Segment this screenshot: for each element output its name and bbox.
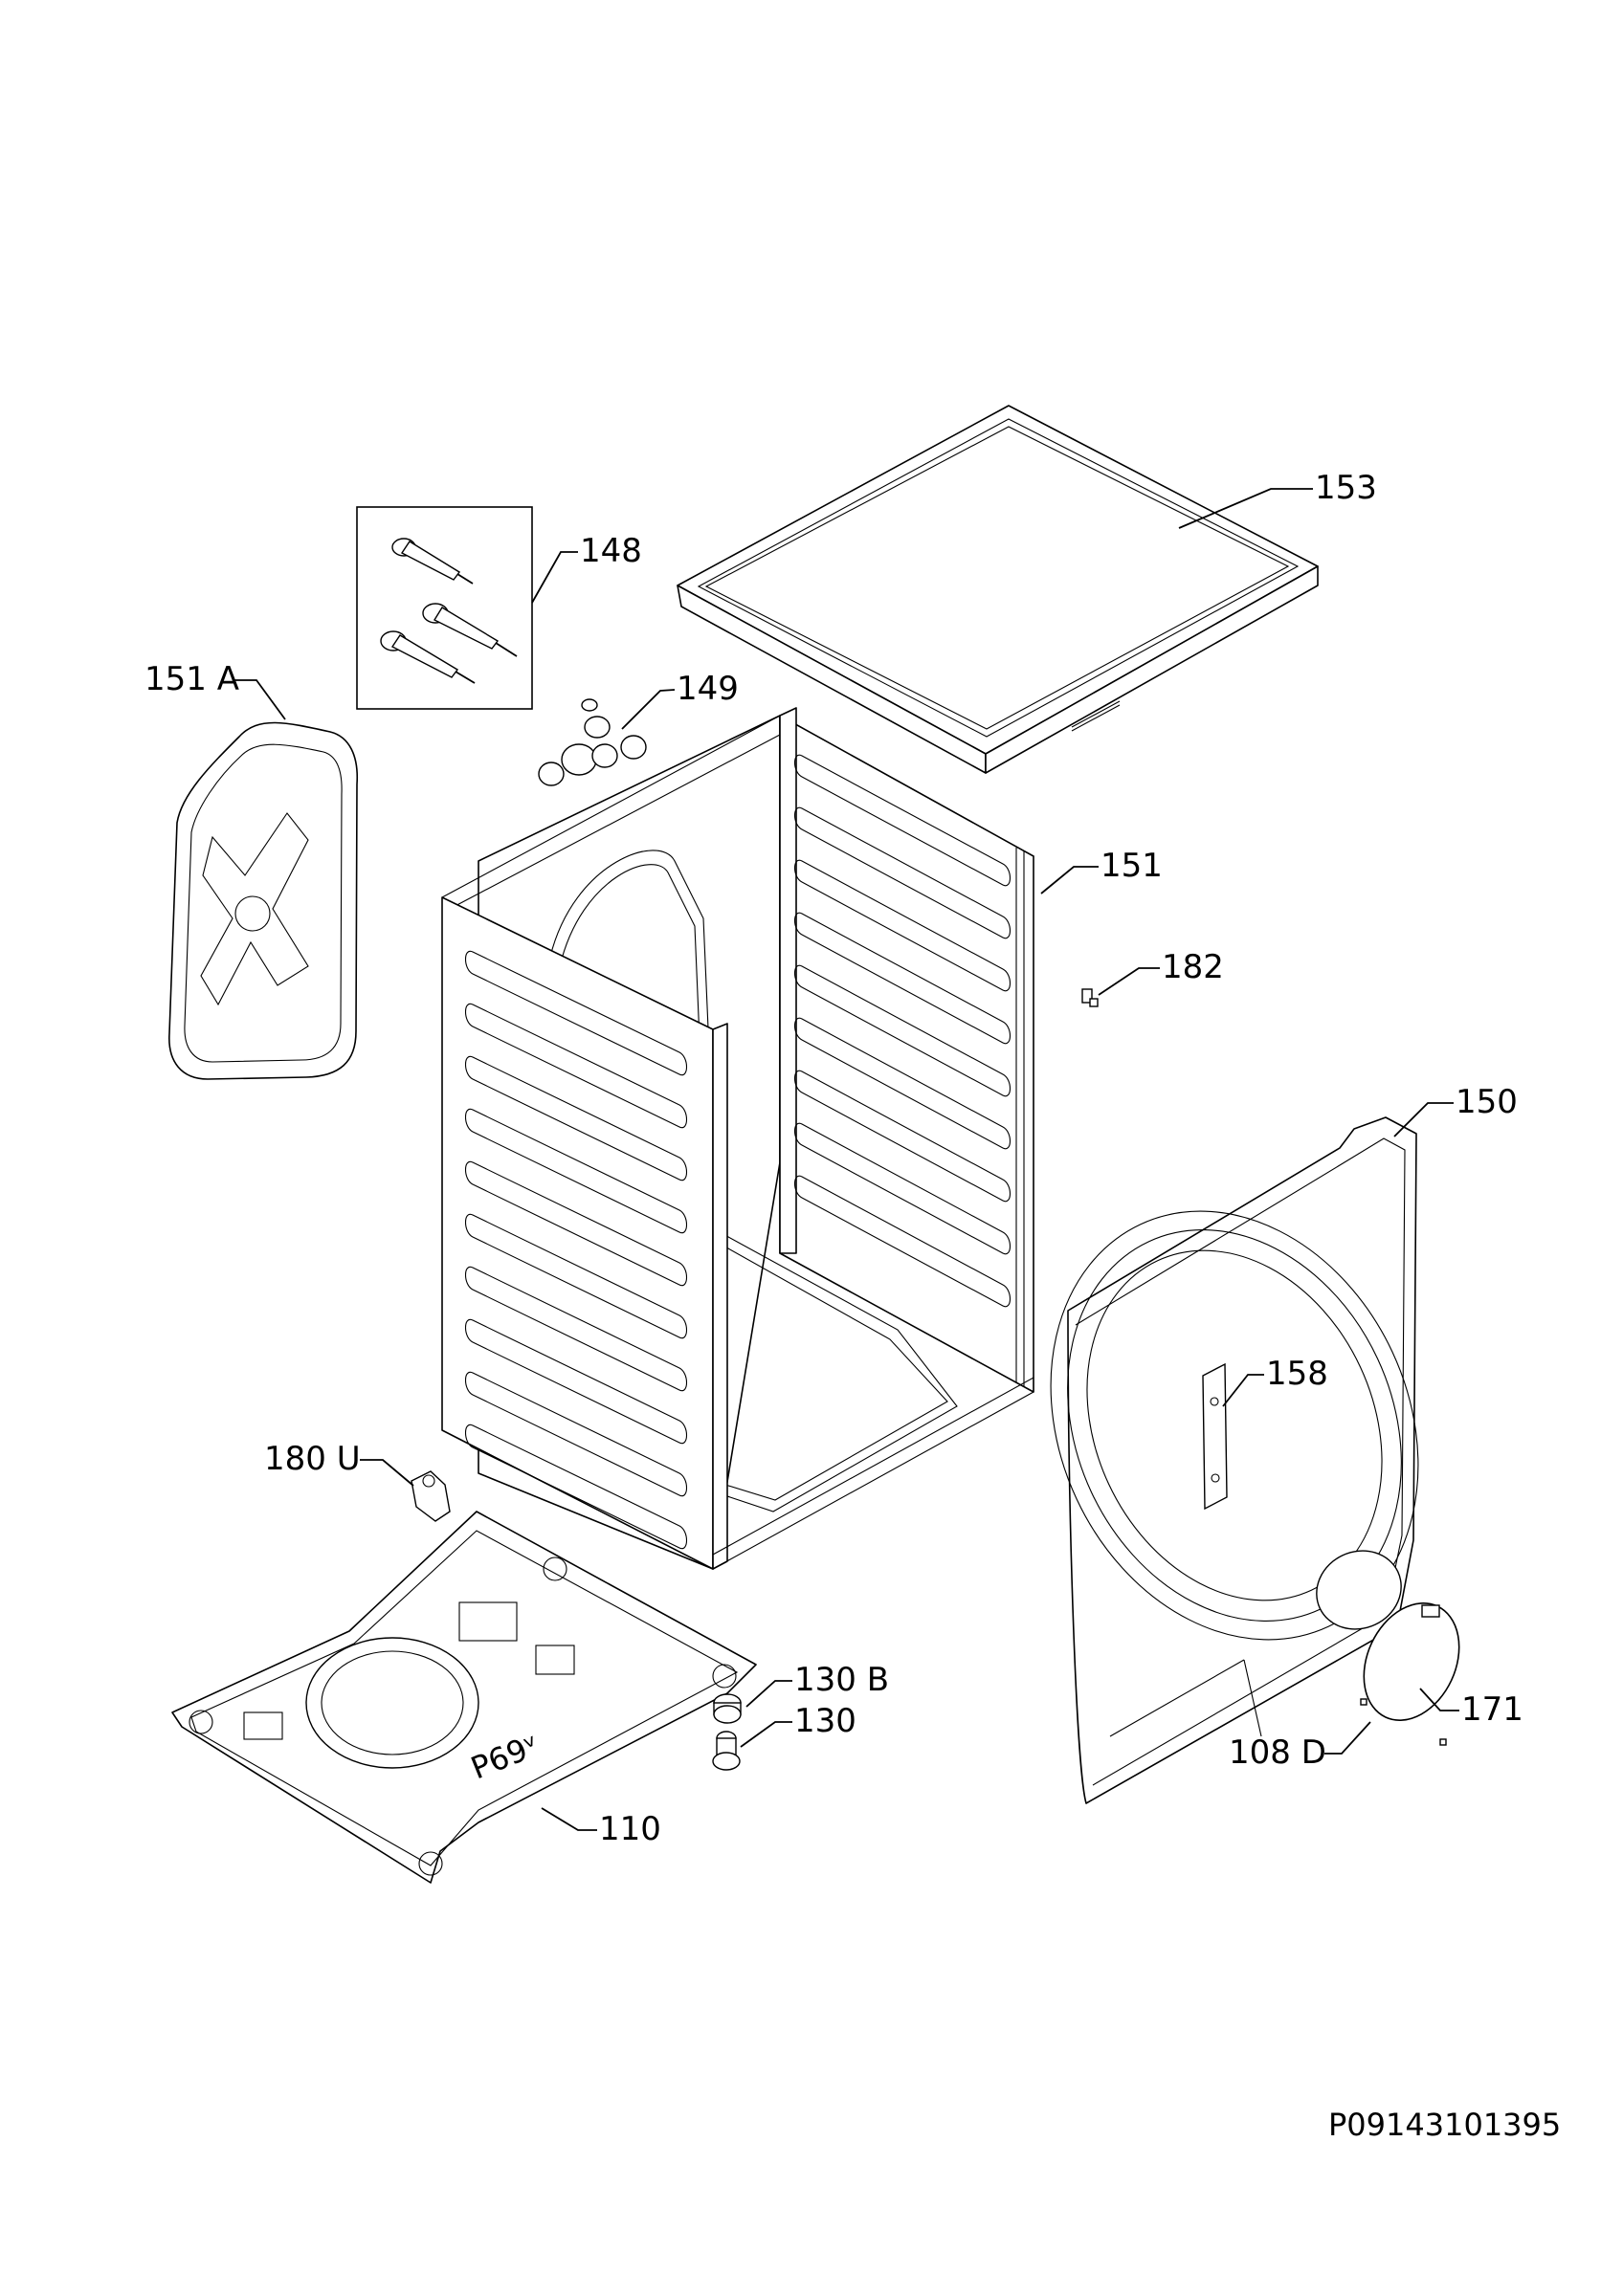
label-158: 158 — [1266, 1355, 1328, 1393]
label-153: 153 — [1315, 469, 1377, 507]
filter-flap — [1363, 1602, 1460, 1721]
leader-lines — [233, 488, 1459, 1831]
right-panel-ribs — [793, 754, 1012, 1308]
adjustable-foot — [422, 603, 518, 657]
front-panel — [1050, 1116, 1419, 1804]
top-cover — [677, 405, 1319, 774]
label-151a: 151 A — [145, 660, 239, 698]
label-150: 150 — [1456, 1083, 1518, 1121]
label-110: 110 — [599, 1810, 661, 1848]
screws-108d — [1360, 1698, 1447, 1746]
label-130: 130 — [794, 1702, 856, 1740]
label-108d: 108 D — [1229, 1733, 1326, 1772]
label-182: 182 — [1162, 948, 1224, 986]
rear-panel — [168, 721, 359, 1080]
adjustable-foot — [391, 538, 474, 585]
label-149: 149 — [677, 670, 739, 708]
label-171: 171 — [1461, 1690, 1523, 1729]
label-151: 151 — [1101, 847, 1163, 885]
base-frame: P69ᵛ — [171, 1511, 757, 1884]
clip-180u — [411, 1470, 451, 1522]
part-labels: 153 148 149 151 A 151 182 150 158 171 10… — [145, 469, 1523, 1848]
feet-box — [356, 506, 533, 710]
foot-130 — [712, 1731, 741, 1771]
label-148: 148 — [580, 532, 642, 570]
spacer-rings — [538, 698, 647, 786]
drawing-reference-number: P09143101395 — [1328, 2107, 1561, 2143]
adjustable-foot — [380, 630, 476, 684]
label-180u: 180 U — [264, 1440, 361, 1478]
cabinet-body — [441, 707, 1034, 1570]
label-130b: 130 B — [794, 1661, 889, 1699]
foot-130b — [713, 1693, 742, 1724]
screw — [1081, 988, 1099, 1007]
left-panel-ribs — [464, 950, 688, 1550]
hinge-bracket — [1202, 1362, 1228, 1511]
